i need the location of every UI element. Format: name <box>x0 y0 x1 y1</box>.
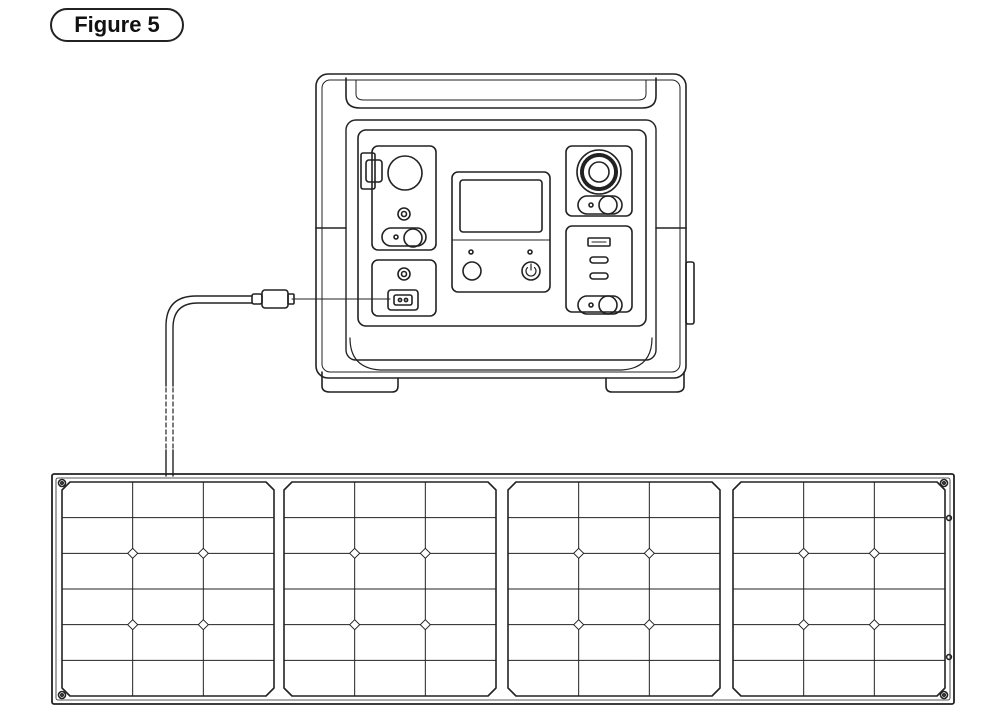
figure-label: Figure 5 <box>50 8 184 42</box>
panel-section-3 <box>507 481 721 697</box>
ac-switch-icon <box>598 195 618 215</box>
ac-outlet-icon <box>588 161 610 183</box>
car-port-icon <box>387 155 423 191</box>
solar-input-port <box>387 289 419 311</box>
lcd-screen <box>459 179 543 233</box>
usb-c-port-2 <box>589 272 609 280</box>
ac-module <box>565 145 633 217</box>
power-station <box>315 73 695 393</box>
panel-frame <box>51 473 955 705</box>
station-body <box>315 73 687 379</box>
solar-cable <box>164 289 391 477</box>
cable-connector <box>251 293 263 305</box>
usb-module <box>565 225 633 315</box>
usb-c-port-1 <box>589 256 609 264</box>
power-icon <box>525 266 537 277</box>
panel-section-1 <box>61 481 275 697</box>
front-panel <box>357 129 647 327</box>
power-button <box>521 261 541 281</box>
handle <box>345 77 657 109</box>
usb-switch-icon <box>598 295 618 315</box>
usb-a-port <box>587 237 611 247</box>
solar-panel <box>51 473 955 705</box>
display-module <box>451 171 551 293</box>
input-module <box>371 259 437 317</box>
dc-module <box>360 145 437 251</box>
dc-switch-icon <box>403 228 423 248</box>
mode-button <box>462 261 482 281</box>
side-port <box>685 261 695 325</box>
panel-section-2 <box>283 481 497 697</box>
panel-section-4 <box>732 481 946 697</box>
